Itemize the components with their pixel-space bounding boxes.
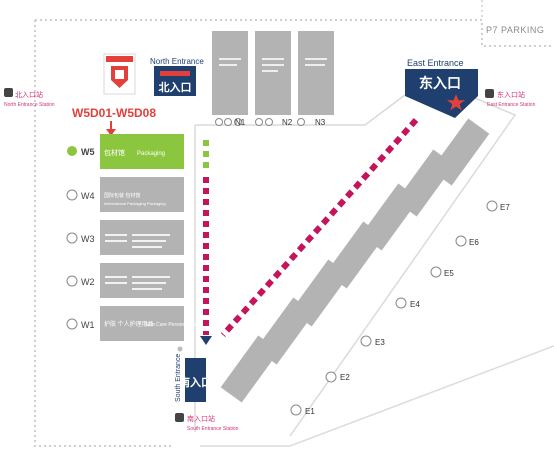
station-icon <box>175 413 184 422</box>
venue-boundary <box>34 19 554 447</box>
hall-w2[interactable] <box>100 263 184 298</box>
hall-w4-id: W4 <box>81 191 95 201</box>
south-person-icon <box>177 346 183 352</box>
exhibitor-logo <box>103 53 136 95</box>
marker-icon <box>255 118 263 126</box>
east-station-en: East Entrance Station <box>487 102 536 108</box>
hall-e5-marker-icon <box>430 266 442 278</box>
hall-w2-id: W2 <box>81 277 95 287</box>
south-entrance-en: South Entrance <box>175 354 182 402</box>
booth-arrowhead <box>106 129 116 136</box>
star-icon <box>447 94 465 111</box>
hall-e6-marker-icon <box>455 235 467 247</box>
north-station-zh: 北入口站 <box>15 90 43 99</box>
hall-n2[interactable] <box>255 31 291 115</box>
hall-n1-label: N1 <box>235 118 246 127</box>
hall-w5-en: Packaging <box>137 151 165 157</box>
north-hall-markers <box>215 118 305 126</box>
hall-w1[interactable] <box>100 306 184 341</box>
north-station-en: North Entrance Station <box>4 102 55 108</box>
hall-n2-label: N2 <box>282 118 293 127</box>
east-halls: E1 E2 E3 E4 E5 E6 E7 <box>220 118 510 416</box>
marker-icon <box>297 118 305 126</box>
hall-w5-zh: 包材馆 <box>104 148 125 157</box>
east-entrance-zh: 东入口 <box>419 75 461 92</box>
hall-w4-zh: 国际包装 包材馆 <box>104 192 140 199</box>
marker-icon <box>234 118 242 126</box>
south-entrance[interactable]: 南入口 South Entrance <box>175 346 212 403</box>
hall-w3[interactable] <box>100 220 184 255</box>
hall-w4-en: International Packaging Packaging <box>104 201 166 206</box>
hall-n3-label: N3 <box>315 118 326 127</box>
north-entrance-sub-bar <box>160 71 190 76</box>
hall-e7-label: E7 <box>500 203 510 212</box>
marker-icon <box>215 118 223 126</box>
north-halls: N1 N2 N3 <box>212 31 334 127</box>
hall-e6-label: E6 <box>469 238 479 247</box>
hall-w2-marker-icon <box>66 275 78 287</box>
south-entrance-sign <box>185 358 206 402</box>
hall-e7[interactable] <box>430 118 490 186</box>
south-station-en: South Entrance Station <box>187 426 239 432</box>
hall-w1-en: Skin Care Personal Care <box>145 322 201 328</box>
north-entrance-en: North Entrance <box>150 57 204 66</box>
south-station[interactable]: 南入口站 South Entrance Station <box>175 413 239 432</box>
hall-w5-marker-icon <box>67 146 77 156</box>
hall-e4-label: E4 <box>410 300 420 309</box>
station-icon <box>4 88 13 97</box>
hall-e3-marker-icon <box>360 335 372 347</box>
hall-w1-id: W1 <box>81 320 95 330</box>
north-entrance-zh: 北入口 <box>159 80 192 94</box>
marker-icon <box>224 118 232 126</box>
marker-icon <box>265 118 273 126</box>
hall-e3-label: E3 <box>375 338 385 347</box>
hall-w4[interactable] <box>100 177 184 212</box>
east-entrance[interactable]: East Entrance 东入口 <box>405 58 478 118</box>
route-lines <box>200 117 419 345</box>
hall-e1-marker-icon <box>290 404 302 416</box>
hall-n1[interactable] <box>212 31 248 115</box>
south-entrance-zh: 南入口 <box>179 375 212 389</box>
east-station-zh: 东入口站 <box>497 90 525 99</box>
station-icon <box>485 89 494 98</box>
west-halls: 包材馆 Packaging 国际包装 包材馆 International Pac… <box>66 134 201 341</box>
hall-e4-marker-icon <box>395 297 407 309</box>
hall-e1-label: E1 <box>305 407 315 416</box>
parking-label: P7 PARKING <box>486 25 544 35</box>
booth-number[interactable]: W5D01-W5D08 <box>72 106 156 120</box>
route-arrow-icon <box>200 336 212 345</box>
east-station[interactable]: 东入口站 East Entrance Station <box>485 89 536 108</box>
hall-e5-label: E5 <box>444 269 454 278</box>
east-entrance-en: East Entrance <box>407 58 464 68</box>
hall-w5[interactable] <box>100 134 184 169</box>
hall-e2-marker-icon <box>325 371 337 383</box>
north-entrance[interactable]: North Entrance 北入口 <box>150 57 204 96</box>
venue-boundary-east <box>200 345 554 447</box>
hall-w3-marker-icon <box>66 232 78 244</box>
hall-e7-marker-icon <box>486 200 498 212</box>
hall-e2-label: E2 <box>340 373 350 382</box>
hall-w1-zh: 护肤 个人护理用品 <box>104 320 154 328</box>
south-station-zh: 南入口站 <box>187 414 215 423</box>
route-east <box>220 117 419 338</box>
hall-w1-marker-icon <box>66 318 78 330</box>
hall-w5-id: W5 <box>81 147 95 157</box>
north-station[interactable]: 北入口站 North Entrance Station <box>4 88 55 108</box>
hall-w4-marker-icon <box>66 189 78 201</box>
hall-n3[interactable] <box>298 31 334 115</box>
hall-w3-id: W3 <box>81 234 95 244</box>
